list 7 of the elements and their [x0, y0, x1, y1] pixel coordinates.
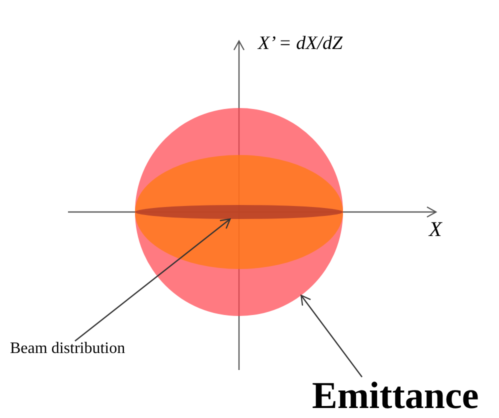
axis-label: X: [429, 218, 442, 242]
annotation-text: Beam distribution: [10, 340, 170, 364]
leader-arrow: [300, 294, 363, 378]
distribution-ellipse: [135, 205, 343, 219]
leader-arrow: [74, 218, 231, 342]
annotation-text: Emittance: [312, 376, 498, 418]
axis-label: X’ = dX/dZ: [258, 34, 343, 55]
